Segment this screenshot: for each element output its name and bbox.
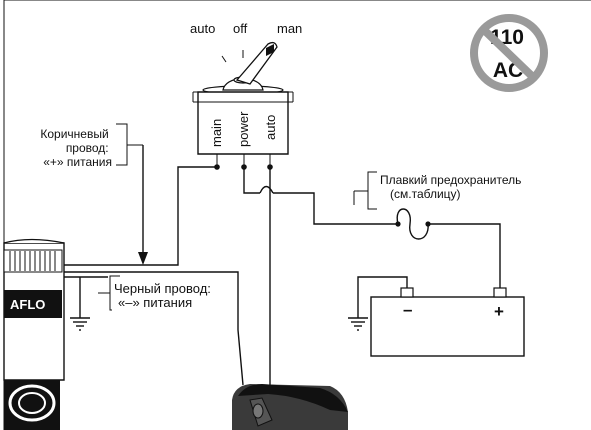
- fuse-label: Плавкий предохранитель (см.таблицу): [380, 173, 525, 201]
- fuse-label-line-1: Плавкий предохранитель: [380, 173, 521, 187]
- wire-crossover: [259, 185, 274, 194]
- switch-position-man: man: [277, 21, 302, 36]
- terminal-main-label: main: [209, 119, 224, 147]
- brown-wire-label-line-1: Коричневый: [40, 127, 108, 141]
- battery-positive-wire: [428, 223, 501, 288]
- terminal-auto-label: auto: [263, 115, 278, 140]
- terminal-power-label: power: [236, 111, 251, 147]
- toggle-switch: [192, 41, 294, 155]
- black-wire: [64, 271, 244, 386]
- switch-position-auto: auto: [190, 21, 215, 36]
- battery: [370, 287, 525, 357]
- fuse-feed-wire: [273, 192, 398, 225]
- pump-brand-label: AFLO: [10, 297, 45, 312]
- fuse-label-line-2: (см.таблицу): [390, 187, 461, 201]
- float-switch: [232, 384, 348, 430]
- battery-negative-sign: –: [403, 300, 412, 319]
- brown-wire-label-line-3: «+» питания: [43, 155, 112, 169]
- brown-wire-label-line-2: провод:: [66, 141, 109, 155]
- brown-wire-label: Коричневый провод: «+» питания: [40, 127, 112, 169]
- ground-symbol-left: [70, 317, 90, 331]
- battery-negative-wire: [357, 276, 408, 318]
- black-wire-label-line-2: «–» питания: [118, 295, 192, 310]
- black-wire-label: Черный провод: «–» питания: [114, 281, 215, 310]
- brown-wire-bracket: [116, 123, 128, 166]
- fuse-symbol: [395, 208, 431, 240]
- battery-positive-sign: +: [494, 302, 504, 321]
- power-wire: [243, 167, 260, 194]
- fuse-label-bracket: [367, 171, 377, 210]
- black-wire-label-line-1: Черный провод:: [114, 281, 211, 296]
- switch-position-off: off: [233, 21, 248, 36]
- no-110ac-badge: 110 AC: [470, 14, 548, 92]
- main-wire: [64, 166, 217, 266]
- bilge-pump: [3, 238, 65, 430]
- ground-symbol-battery: [348, 317, 368, 331]
- arrow-down-icon: [138, 252, 148, 265]
